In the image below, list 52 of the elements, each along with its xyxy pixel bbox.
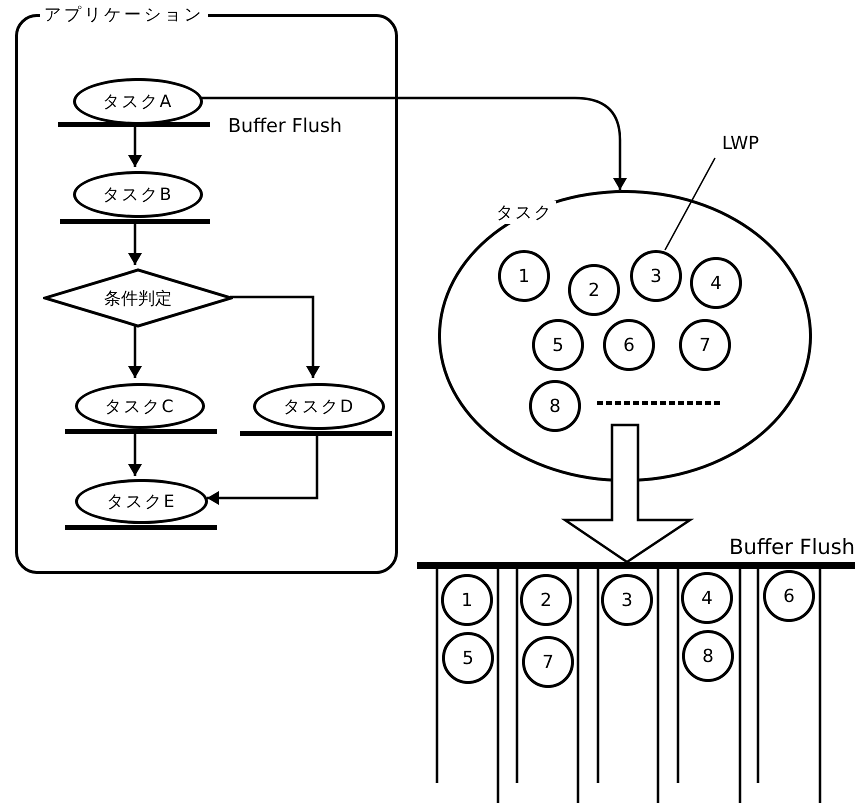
arrow: [128, 127, 142, 167]
circle-number: 4: [710, 272, 722, 294]
numbered-circle: [568, 264, 620, 316]
bar-label: Buffer Flush: [228, 115, 342, 137]
decision-label: 条件判定: [104, 288, 172, 310]
circle-number: 5: [462, 648, 474, 668]
numbered-circle: [498, 250, 550, 302]
task-label: タスクD: [282, 396, 356, 418]
task-label: タスクA: [102, 91, 174, 113]
leader-line: [664, 158, 716, 250]
numbered-circle: [441, 574, 493, 626]
circle-number: 1: [518, 266, 530, 286]
circle-number: 7: [699, 334, 711, 356]
circle-number: 6: [783, 586, 795, 606]
block-arrow: [560, 424, 694, 564]
arrow: [200, 96, 627, 190]
numbered-circle: [442, 632, 494, 684]
numbered-circle: [690, 257, 742, 309]
numbered-circle: [763, 570, 815, 622]
task-label: タスクE: [106, 491, 176, 513]
numbered-circle: [601, 574, 653, 626]
bar-label: Buffer Flush: [729, 535, 855, 559]
numbered-circle: [529, 380, 581, 432]
circle-number: 8: [702, 646, 714, 666]
callout-label: LWP: [722, 133, 760, 154]
numbered-circle: [532, 319, 584, 371]
numbered-circle: [630, 250, 682, 302]
circle-number: 4: [701, 588, 713, 608]
circle-number: 7: [542, 652, 554, 672]
circle-number: 3: [650, 266, 662, 286]
arrow: [128, 434, 142, 476]
circle-number: 2: [588, 280, 600, 300]
numbered-circle: [679, 319, 731, 371]
numbered-circle: [681, 572, 733, 624]
circle-number: 8: [549, 396, 561, 416]
circle-number: 5: [552, 334, 564, 356]
arrow: [230, 296, 320, 378]
decision-diamond: [43, 268, 233, 328]
circle-number: 3: [621, 590, 633, 610]
task-oval: [438, 190, 812, 482]
circle-number: 1: [461, 590, 473, 610]
task-label: タスクC: [104, 396, 176, 418]
arrow: [207, 436, 318, 505]
circle-number: 6: [623, 334, 635, 356]
task-label: タスクB: [102, 184, 174, 206]
arrow: [128, 224, 142, 265]
numbered-circle: [603, 319, 655, 371]
numbered-circle: [682, 630, 734, 682]
numbered-circle: [522, 636, 574, 688]
circle-number: 2: [540, 590, 552, 610]
arrow: [128, 325, 142, 378]
numbered-circle: [520, 574, 572, 626]
